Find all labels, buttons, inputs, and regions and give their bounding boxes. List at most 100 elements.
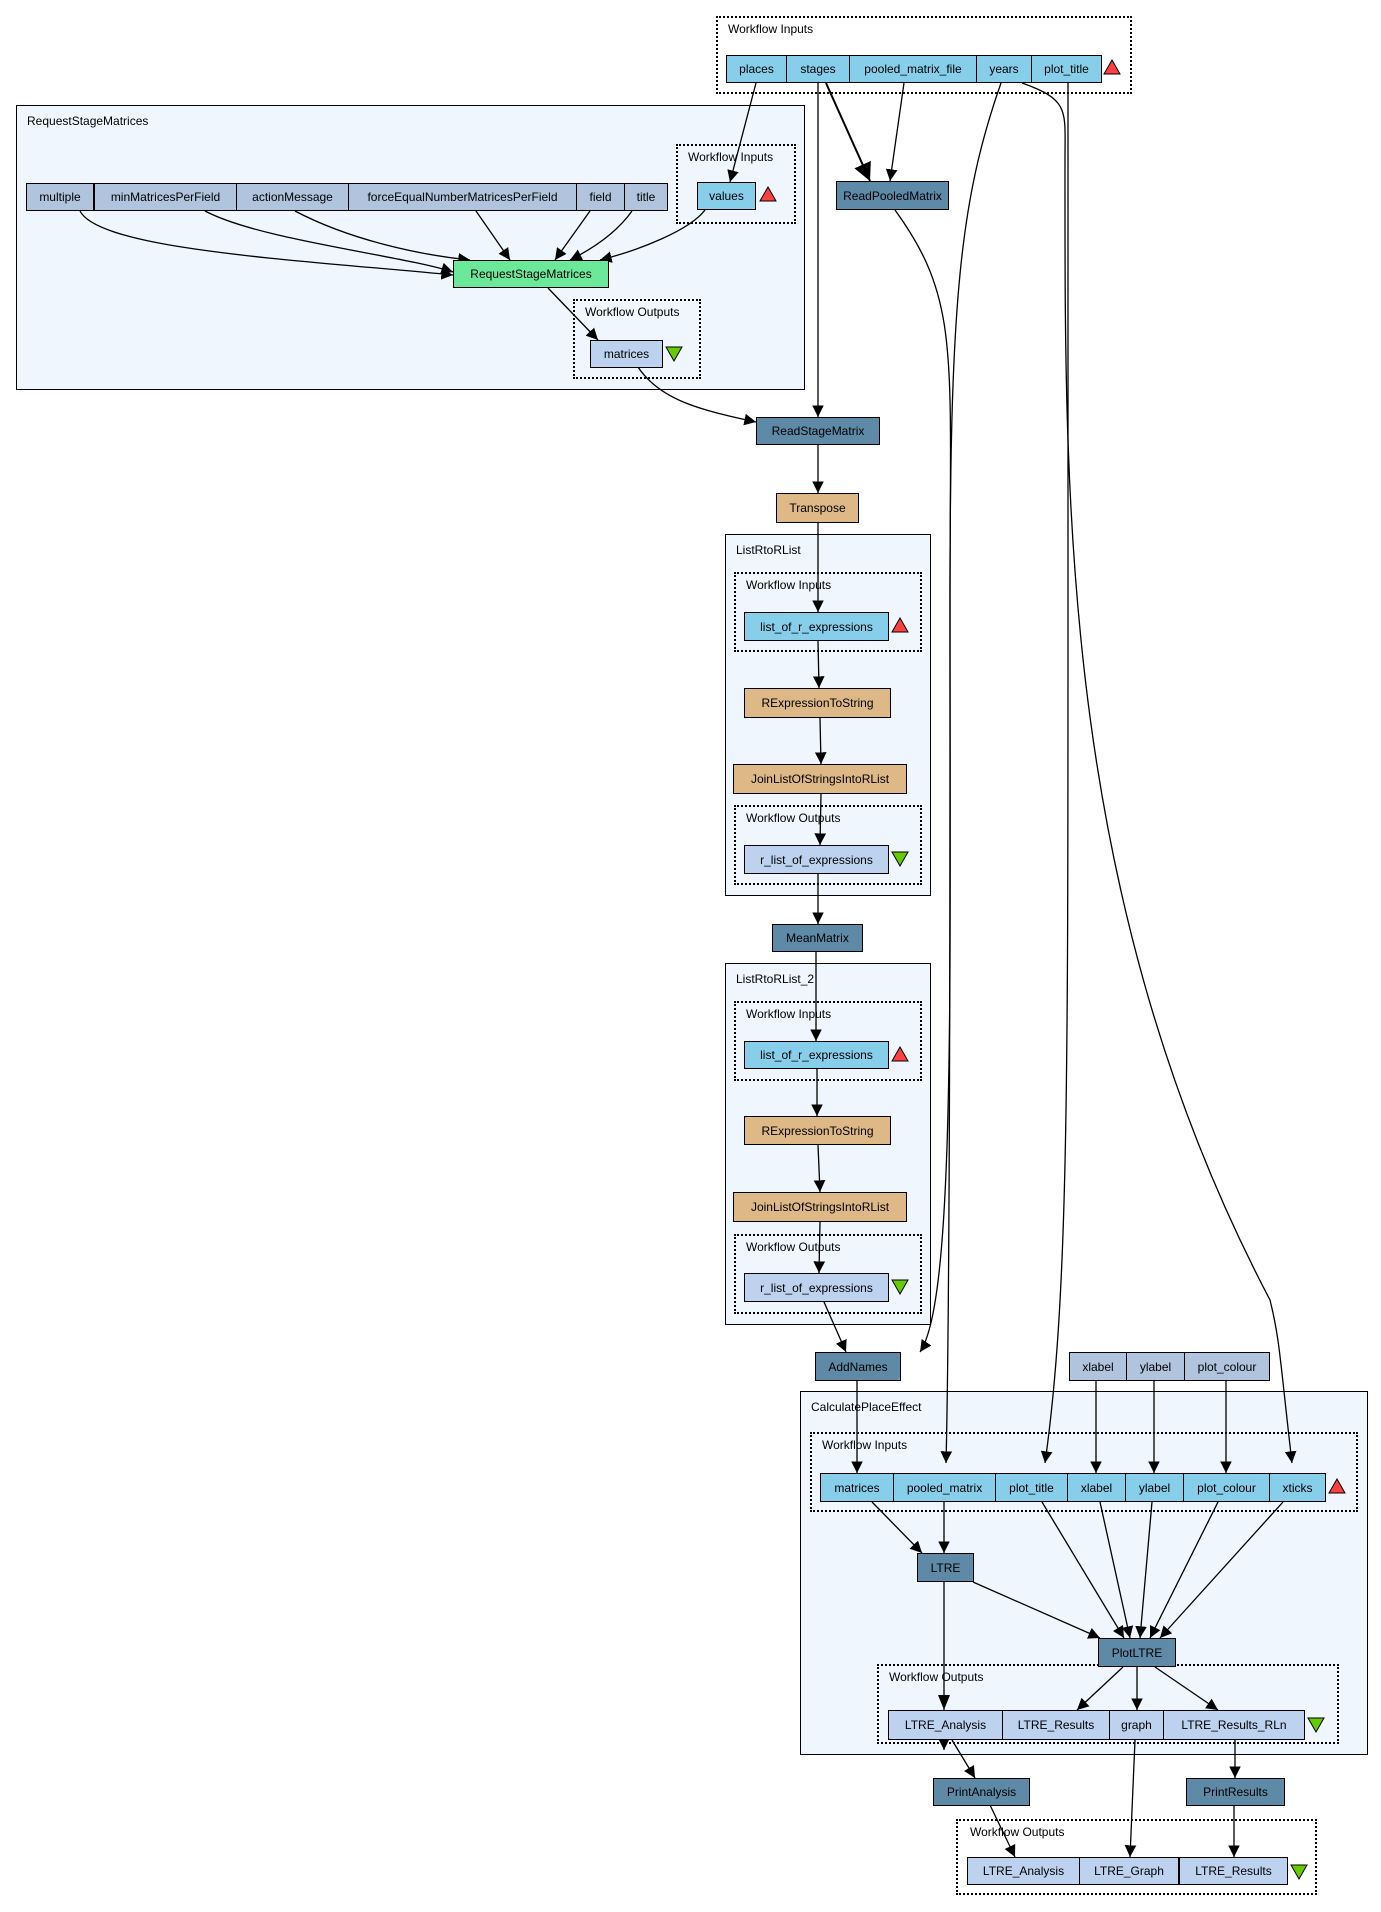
cluster-label: CalculatePlaceEffect — [811, 1400, 922, 1414]
cluster-label: Workflow Outputs — [970, 1825, 1065, 1839]
edge — [1135, 1501, 1153, 1639]
input-port-matrices[interactable]: matrices — [820, 1473, 894, 1502]
edge — [79, 210, 454, 280]
input-port-pooled-matrix[interactable]: pooled_matrix — [893, 1473, 996, 1502]
constant-force-equal-number[interactable]: forceEqualNumberMatricesPerField — [348, 183, 577, 211]
input-port-plot-title[interactable]: plot_title — [1031, 55, 1102, 83]
processor-rexpression-to-string[interactable]: RExpressionToString — [744, 688, 891, 718]
edge — [1099, 1501, 1134, 1639]
edge — [554, 210, 591, 261]
final-output-ltre-results[interactable]: LTRE_Results — [1179, 1857, 1288, 1885]
constant-min-matrices-per-field[interactable]: minMatricesPerField — [94, 183, 237, 211]
input-port-list-of-r-expressions[interactable]: list_of_r_expressions — [744, 612, 889, 641]
edge — [823, 1301, 847, 1353]
edge — [294, 210, 471, 265]
cluster-label: Workflow Outputs — [746, 1240, 841, 1254]
edge — [1154, 1666, 1219, 1711]
edge — [894, 209, 952, 1353]
constant-multiple[interactable]: multiple — [26, 183, 94, 211]
output-port-ltre-analysis[interactable]: LTRE_Analysis — [888, 1710, 1003, 1740]
input-port-plot-colour[interactable]: plot_colour — [1183, 1473, 1270, 1502]
cluster-label: Workflow Inputs — [688, 150, 774, 164]
processor-add-names[interactable]: AddNames — [815, 1352, 901, 1381]
constant-field[interactable]: field — [576, 183, 625, 211]
processor-request-stage-matrices[interactable]: RequestStageMatrices — [453, 260, 609, 288]
output-triangle-icon — [1290, 1864, 1308, 1880]
output-triangle-icon — [665, 346, 683, 362]
output-triangle-icon — [1307, 1717, 1325, 1733]
edge — [813, 1221, 826, 1274]
output-port-graph[interactable]: graph — [1109, 1710, 1164, 1740]
input-port-places[interactable]: places — [726, 55, 787, 83]
constant-title[interactable]: title — [624, 183, 668, 211]
processor-read-stage-matrix[interactable]: ReadStageMatrix — [756, 417, 880, 445]
edge — [547, 287, 599, 341]
edge — [1149, 1501, 1219, 1639]
processor-transpose[interactable]: Transpose — [776, 493, 859, 523]
cluster-label: ListRtoRList_2 — [736, 972, 815, 986]
constant-plot-colour[interactable]: plot_colour — [1184, 1352, 1270, 1381]
input-port-pooled-matrix-file[interactable]: pooled_matrix_file — [849, 55, 977, 83]
final-output-ltre-analysis[interactable]: LTRE_Analysis — [967, 1857, 1080, 1885]
edge — [812, 640, 825, 689]
input-port-list-of-r-expressions-2[interactable]: list_of_r_expressions — [744, 1041, 889, 1069]
edge — [940, 82, 1002, 1464]
lrl2-workflow-outputs-cluster: Workflow Outputs — [734, 1234, 922, 1314]
edge — [814, 793, 827, 846]
processor-rexpression-to-string-2[interactable]: RExpressionToString — [744, 1116, 891, 1145]
constant-action-message[interactable]: actionMessage — [236, 183, 349, 211]
input-triangle-icon — [1328, 1478, 1346, 1494]
edge — [204, 210, 454, 275]
processor-plot-ltre[interactable]: PlotLTRE — [1098, 1638, 1176, 1667]
processor-ltre[interactable]: LTRE — [917, 1553, 974, 1582]
edge — [972, 1581, 1101, 1639]
input-port-xticks[interactable]: xticks — [1269, 1473, 1326, 1502]
edge — [814, 717, 827, 765]
processor-mean-matrix[interactable]: MeanMatrix — [772, 924, 863, 952]
output-triangle-icon — [891, 1279, 909, 1295]
edge — [475, 210, 511, 261]
edge — [569, 210, 633, 261]
rsm-workflow-outputs-cluster: Workflow Outputs — [573, 299, 701, 379]
output-port-r-list-of-expressions[interactable]: r_list_of_expressions — [744, 845, 889, 874]
input-port-xlabel[interactable]: xlabel — [1067, 1473, 1126, 1502]
cluster-label: Workflow Inputs — [746, 578, 832, 592]
output-port-matrices[interactable]: matrices — [590, 340, 663, 368]
cluster-label: RequestStageMatrices — [27, 114, 149, 128]
output-port-ltre-results[interactable]: LTRE_Results — [1002, 1710, 1110, 1740]
input-port-stages[interactable]: stages — [786, 55, 850, 83]
output-port-r-list-of-expressions-2[interactable]: r_list_of_expressions — [744, 1273, 889, 1302]
processor-print-results[interactable]: PrintResults — [1186, 1778, 1285, 1806]
rsm-workflow-inputs-cluster: Workflow Inputs — [676, 144, 796, 224]
lrl-workflow-outputs-cluster: Workflow Outputs — [734, 805, 922, 885]
edge — [871, 1501, 923, 1554]
input-triangle-icon — [1103, 59, 1121, 75]
constant-ylabel[interactable]: ylabel — [1126, 1352, 1185, 1381]
input-port-values[interactable]: values — [697, 182, 756, 210]
input-triangle-icon — [891, 617, 909, 633]
edge — [1124, 1739, 1137, 1858]
edge — [1041, 1501, 1125, 1639]
final-output-ltre-graph[interactable]: LTRE_Graph — [1079, 1857, 1179, 1885]
cluster-label: Workflow Inputs — [728, 22, 814, 36]
processor-read-pooled-matrix[interactable]: ReadPooledMatrix — [836, 181, 949, 210]
edge — [1021, 82, 1297, 1464]
calculate-place-effect-cluster: CalculatePlaceEffect — [800, 1391, 1368, 1755]
processor-join-list-of-strings[interactable]: JoinListOfStringsIntoRList — [733, 764, 907, 794]
edge — [989, 1804, 1016, 1858]
input-port-years[interactable]: years — [976, 55, 1032, 83]
edge — [885, 82, 905, 182]
output-triangle-icon — [891, 851, 909, 867]
processor-print-analysis[interactable]: PrintAnalysis — [933, 1778, 1030, 1806]
constant-xlabel[interactable]: xlabel — [1069, 1352, 1127, 1381]
lrl2-workflow-inputs-cluster: Workflow Inputs — [734, 1001, 922, 1081]
input-port-plot-title-2[interactable]: plot_title — [995, 1473, 1068, 1502]
cluster-label: Workflow Outputs — [889, 1670, 984, 1684]
processor-join-list-of-strings-2[interactable]: JoinListOfStringsIntoRList — [733, 1192, 907, 1222]
input-port-ylabel[interactable]: ylabel — [1125, 1473, 1184, 1502]
edge — [637, 366, 757, 426]
edge — [1076, 1666, 1124, 1711]
edge — [1040, 83, 1069, 1464]
output-port-ltre-results-rln[interactable]: LTRE_Results_RLn — [1163, 1710, 1305, 1740]
